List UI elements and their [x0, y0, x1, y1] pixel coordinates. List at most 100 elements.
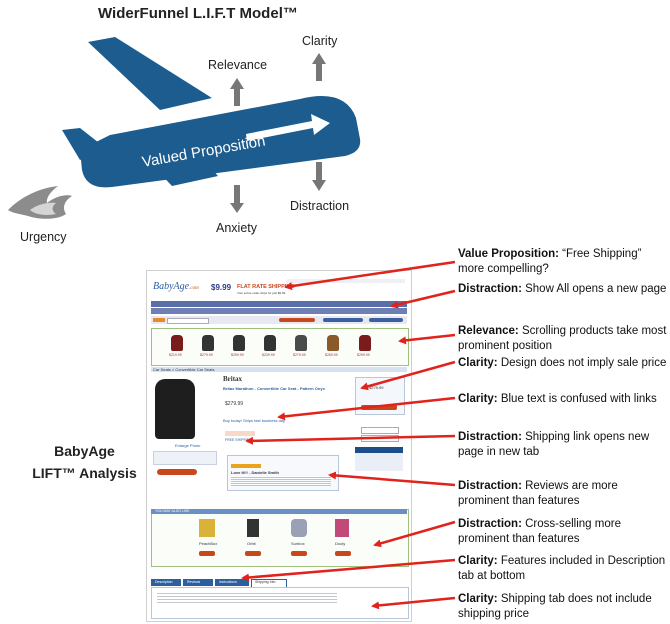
carousel-item[interactable] — [295, 335, 307, 351]
carousel-item[interactable] — [171, 335, 183, 351]
relevance-label: Relevance — [208, 58, 268, 72]
tab-reviews[interactable] — [183, 579, 213, 586]
main-nav[interactable] — [151, 301, 407, 307]
tab-instructions[interactable] — [215, 579, 249, 586]
cross-sell-item[interactable] — [291, 519, 307, 537]
account-links[interactable] — [287, 279, 405, 283]
anxiety-label: Anxiety — [216, 221, 257, 235]
cross-sell-name: Dooly — [335, 541, 346, 546]
annotation-item: Distraction: Show All opens a new page — [458, 282, 668, 297]
product-price: $279.99 — [225, 401, 244, 407]
watch-video-button[interactable] — [157, 469, 197, 475]
annotation-item: Relevance: Scrolling products take most … — [458, 324, 668, 353]
annotation-text: Scrolling products take most prominent p… — [458, 325, 667, 352]
tab-instructions-label: Instructions — [219, 580, 237, 584]
annotation-item: Distraction: Shipping link opens new pag… — [458, 430, 668, 459]
shipping-banner[interactable]: FLAT RATE SHIPPING — [237, 284, 295, 290]
cross-sell-name: Orbit — [247, 541, 256, 546]
pointer-arrow — [245, 434, 456, 445]
carousel-item[interactable] — [233, 335, 245, 351]
annotation-item: Clarity: Features included in Descriptio… — [458, 554, 668, 583]
site-logo-text: BabyAge — [153, 281, 190, 292]
pointer-arrow — [241, 558, 456, 582]
pointer-arrow — [390, 289, 456, 309]
product-title: Britax Marathon - Convertible Car Seat -… — [223, 386, 325, 391]
model-title: WiderFunnel L.I.F.T Model™ — [98, 5, 298, 22]
annotation-head: Clarity: — [458, 357, 498, 369]
pointer-arrow — [373, 520, 456, 548]
cross-sell-item[interactable] — [199, 519, 215, 537]
cross-sell-section — [151, 509, 409, 567]
annotation-head: Clarity: — [458, 393, 498, 405]
annotation-text: Blue text is confused with links — [500, 393, 657, 405]
gift-registry-button[interactable] — [369, 318, 403, 322]
annotation-text: Shipping tab does not include shipping p… — [458, 593, 652, 620]
annotation-head: Distraction: — [458, 431, 522, 443]
pointer-arrow — [277, 396, 456, 421]
lift-model-diagram: Valued Proposition — [8, 37, 361, 219]
annotation-item: Clarity: Shipping tab does not include s… — [458, 592, 668, 621]
free-shipping-badge — [225, 431, 255, 436]
annotation-item: Distraction: Cross-selling more prominen… — [458, 517, 668, 546]
carousel-price: $269.99 — [325, 353, 338, 357]
shop-by-category-button[interactable] — [279, 318, 315, 322]
pointer-arrow — [284, 260, 456, 291]
annotation-text: Reviews are more prominent than features — [458, 480, 618, 507]
product-image[interactable] — [155, 379, 195, 439]
tab-description-label: Description — [155, 580, 173, 584]
pointer-arrow — [398, 333, 456, 345]
clarity-arrow-icon — [312, 53, 326, 81]
annotation-item: Value Proposition: “Free Shipping” more … — [458, 247, 668, 276]
pointer-arrow — [371, 596, 456, 610]
carousel-item[interactable] — [264, 335, 276, 351]
annotation-head: Distraction: — [458, 283, 522, 295]
distraction-label: Distraction — [290, 199, 350, 213]
carousel-item[interactable] — [202, 335, 214, 351]
carousel-item[interactable] — [327, 335, 339, 351]
enlarge-photo-link[interactable]: Enlarge Photo — [175, 443, 201, 448]
side-price: $279.99 — [369, 385, 384, 390]
product-carousel — [151, 328, 409, 366]
add-to-cart-button[interactable] — [361, 405, 397, 410]
review-title: Love It!!! - Danielle Smith — [231, 470, 280, 475]
rating-stars — [231, 464, 261, 468]
carousel-price: $279.99 — [200, 353, 213, 357]
recently-viewed-button[interactable] — [323, 318, 363, 322]
tab-shipping-info[interactable] — [251, 579, 287, 587]
search-input[interactable] — [167, 318, 209, 324]
annotation-head: Distraction: — [458, 480, 522, 492]
search-button[interactable] — [153, 318, 165, 322]
carousel-price: $299.99 — [357, 353, 370, 357]
breadcrumb-bar — [151, 367, 407, 372]
pointer-arrow — [360, 360, 456, 391]
annotation-head: Relevance: — [458, 325, 519, 337]
carousel-price: $219.99 — [169, 353, 182, 357]
review-text — [231, 476, 331, 486]
buy-today-link[interactable]: Buy today! Ships fast business day — [223, 418, 286, 423]
cross-sell-view-button[interactable] — [291, 551, 307, 556]
add-to-registry-button[interactable] — [361, 427, 399, 434]
color-swatches[interactable] — [153, 451, 217, 465]
cross-sell-title: YOU MAY ALSO LIKE — [155, 509, 190, 513]
cross-sell-name: Sunbox — [291, 541, 305, 546]
sub-nav[interactable] — [151, 308, 407, 314]
babyage-screenshot: BabyAge.com $9.99 FLAT RATE SHIPPING You… — [146, 270, 412, 622]
cross-sell-view-button[interactable] — [335, 551, 351, 556]
breadcrumb[interactable]: Car Seats > Convertible Car Seats — [153, 367, 215, 372]
carousel-price: $279.99 — [293, 353, 306, 357]
cross-sell-view-button[interactable] — [245, 551, 261, 556]
carousel-item[interactable] — [359, 335, 371, 351]
cross-sell-name: PeachBox — [199, 541, 218, 546]
tab-description[interactable] — [151, 579, 181, 586]
clarity-label: Clarity — [302, 34, 338, 48]
cross-sell-view-button[interactable] — [199, 551, 215, 556]
annotation-text: Features included in Description tab at … — [458, 555, 666, 582]
cross-sell-item[interactable] — [247, 519, 259, 537]
cross-sell-item[interactable] — [335, 519, 349, 537]
annotation-item: Distraction: Reviews are more prominent … — [458, 479, 668, 508]
annotation-text: Show All opens a new page — [525, 283, 667, 295]
shipping-info-text — [157, 591, 337, 605]
free-shipping-link[interactable]: FREE SHIPPING — [225, 438, 253, 442]
analysis-heading-line1: BabyAge — [54, 443, 115, 459]
